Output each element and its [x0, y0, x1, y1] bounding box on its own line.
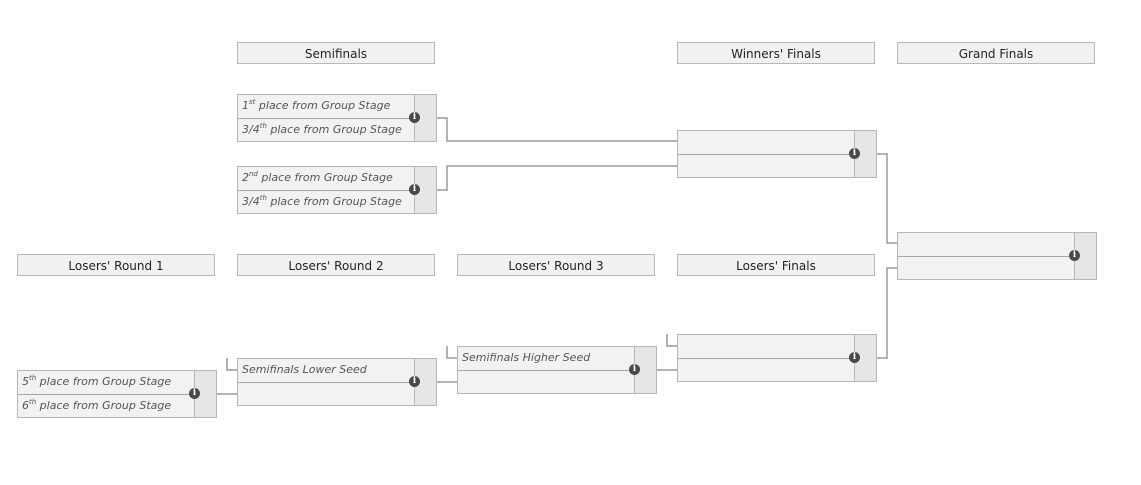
match-divider [18, 394, 195, 395]
info-icon[interactable]: i [409, 112, 420, 123]
header-losers-round-3: Losers' Round 3 [457, 254, 655, 276]
match-divider [238, 190, 415, 191]
match-divider [678, 154, 855, 155]
match-divider [238, 118, 415, 119]
slot-seed-2nd: 2nd place from Group Stage [242, 170, 393, 185]
match-divider [678, 358, 855, 359]
info-icon[interactable]: i [1069, 250, 1080, 261]
match-losers-round-1[interactable]: 5th place from Group Stage 6th place fro… [17, 370, 217, 418]
match-losers-round-3[interactable]: Semifinals Higher Seed [457, 346, 657, 394]
slot-seed-3-4th: 3/4th place from Group Stage [242, 194, 402, 209]
info-icon[interactable]: i [849, 148, 860, 159]
header-losers-round-1: Losers' Round 1 [17, 254, 215, 276]
slot-seed-1st: 1st place from Group Stage [242, 98, 391, 113]
slot-seed-6th: 6th place from Group Stage [22, 398, 172, 413]
match-winners-finals[interactable] [677, 130, 877, 178]
header-semifinals: Semifinals [237, 42, 435, 64]
header-losers-finals: Losers' Finals [677, 254, 875, 276]
match-semifinal-1[interactable]: 1st place from Group Stage 3/4th place f… [237, 94, 437, 142]
match-losers-finals[interactable] [677, 334, 877, 382]
slot-semifinals-higher-seed: Semifinals Higher Seed [462, 351, 591, 364]
header-winners-finals: Winners' Finals [677, 42, 875, 64]
slot-seed-5th: 5th place from Group Stage [22, 374, 172, 389]
info-icon[interactable]: i [849, 352, 860, 363]
header-grand-finals: Grand Finals [897, 42, 1095, 64]
info-icon[interactable]: i [189, 388, 200, 399]
info-icon[interactable]: i [629, 364, 640, 375]
info-icon[interactable]: i [409, 184, 420, 195]
slot-semifinals-lower-seed: Semifinals Lower Seed [242, 363, 367, 376]
info-icon[interactable]: i [409, 376, 420, 387]
match-semifinal-2[interactable]: 2nd place from Group Stage 3/4th place f… [237, 166, 437, 214]
match-divider [238, 382, 415, 383]
match-grand-finals[interactable] [897, 232, 1097, 280]
slot-seed-3-4th: 3/4th place from Group Stage [242, 122, 402, 137]
match-divider [898, 256, 1075, 257]
header-losers-round-2: Losers' Round 2 [237, 254, 435, 276]
match-losers-round-2[interactable]: Semifinals Lower Seed [237, 358, 437, 406]
match-divider [458, 370, 635, 371]
